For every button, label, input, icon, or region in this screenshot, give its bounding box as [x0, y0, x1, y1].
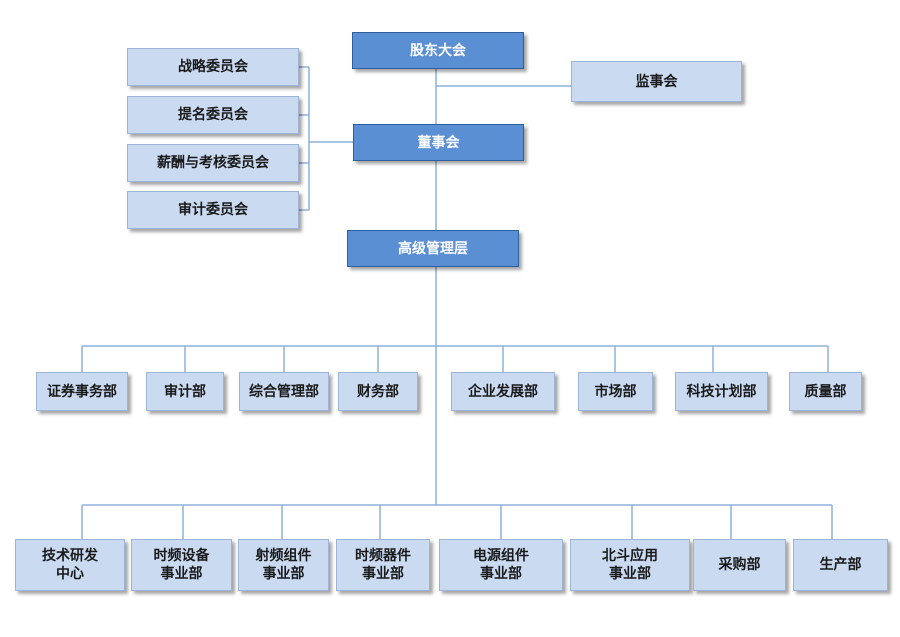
supervisory-board-box: 监事会 [571, 61, 742, 102]
department-label: 综合管理部 [249, 383, 319, 400]
department-box: 市场部 [578, 372, 653, 411]
supervisory-board-label: 监事会 [635, 73, 678, 90]
department-label: 企业发展部 [468, 383, 538, 400]
department-box: 企业发展部 [451, 372, 555, 411]
department-box: 审计部 [146, 372, 224, 411]
business-unit-label: 技术研发 中心 [42, 548, 98, 582]
department-box: 综合管理部 [239, 372, 329, 411]
business-unit-box: 技术研发 中心 [15, 539, 125, 591]
shareholders-meeting-box: 股东大会 [352, 32, 524, 69]
committee-box: 提名委员会 [127, 96, 299, 134]
business-unit-box: 生产部 [793, 539, 888, 591]
department-label: 质量部 [804, 383, 847, 400]
committee-label: 审计委员会 [178, 202, 248, 218]
business-unit-box: 时频器件 事业部 [336, 539, 430, 591]
committee-box: 薪酬与考核委员会 [127, 144, 299, 182]
department-label: 证券事务部 [47, 383, 117, 400]
department-box: 财务部 [338, 372, 418, 411]
department-box: 证券事务部 [36, 372, 128, 411]
department-label: 市场部 [594, 383, 637, 400]
board-of-directors-box: 董事会 [353, 124, 524, 161]
business-unit-box: 电源组件 事业部 [439, 539, 563, 591]
business-unit-label: 北斗应用 事业部 [602, 548, 658, 582]
department-label: 审计部 [164, 383, 206, 400]
committee-label: 战略委员会 [178, 59, 248, 75]
business-unit-label: 时频设备 事业部 [153, 548, 210, 582]
department-label: 科技计划部 [686, 383, 757, 400]
business-unit-box: 北斗应用 事业部 [570, 539, 690, 591]
business-unit-box: 射频组件 事业部 [238, 539, 329, 591]
department-box: 质量部 [789, 372, 862, 411]
committee-label: 提名委员会 [178, 107, 248, 123]
committee-box: 战略委员会 [127, 48, 299, 86]
committee-box: 审计委员会 [127, 191, 299, 229]
senior-management-box: 高级管理层 [347, 230, 519, 267]
business-unit-label: 采购部 [718, 557, 761, 573]
board-of-directors-label: 董事会 [417, 134, 460, 151]
business-unit-label: 时频器件 事业部 [355, 548, 411, 582]
department-label: 财务部 [357, 383, 399, 400]
business-unit-label: 生产部 [819, 557, 862, 573]
business-unit-label: 电源组件 事业部 [473, 548, 529, 582]
business-unit-box: 时频设备 事业部 [131, 539, 232, 591]
business-unit-label: 射频组件 事业部 [255, 548, 312, 582]
senior-management-label: 高级管理层 [398, 240, 468, 257]
committee-label: 薪酬与考核委员会 [157, 155, 269, 171]
business-unit-box: 采购部 [693, 539, 786, 591]
department-box: 科技计划部 [675, 372, 768, 411]
shareholders-meeting-label: 股东大会 [410, 42, 466, 59]
